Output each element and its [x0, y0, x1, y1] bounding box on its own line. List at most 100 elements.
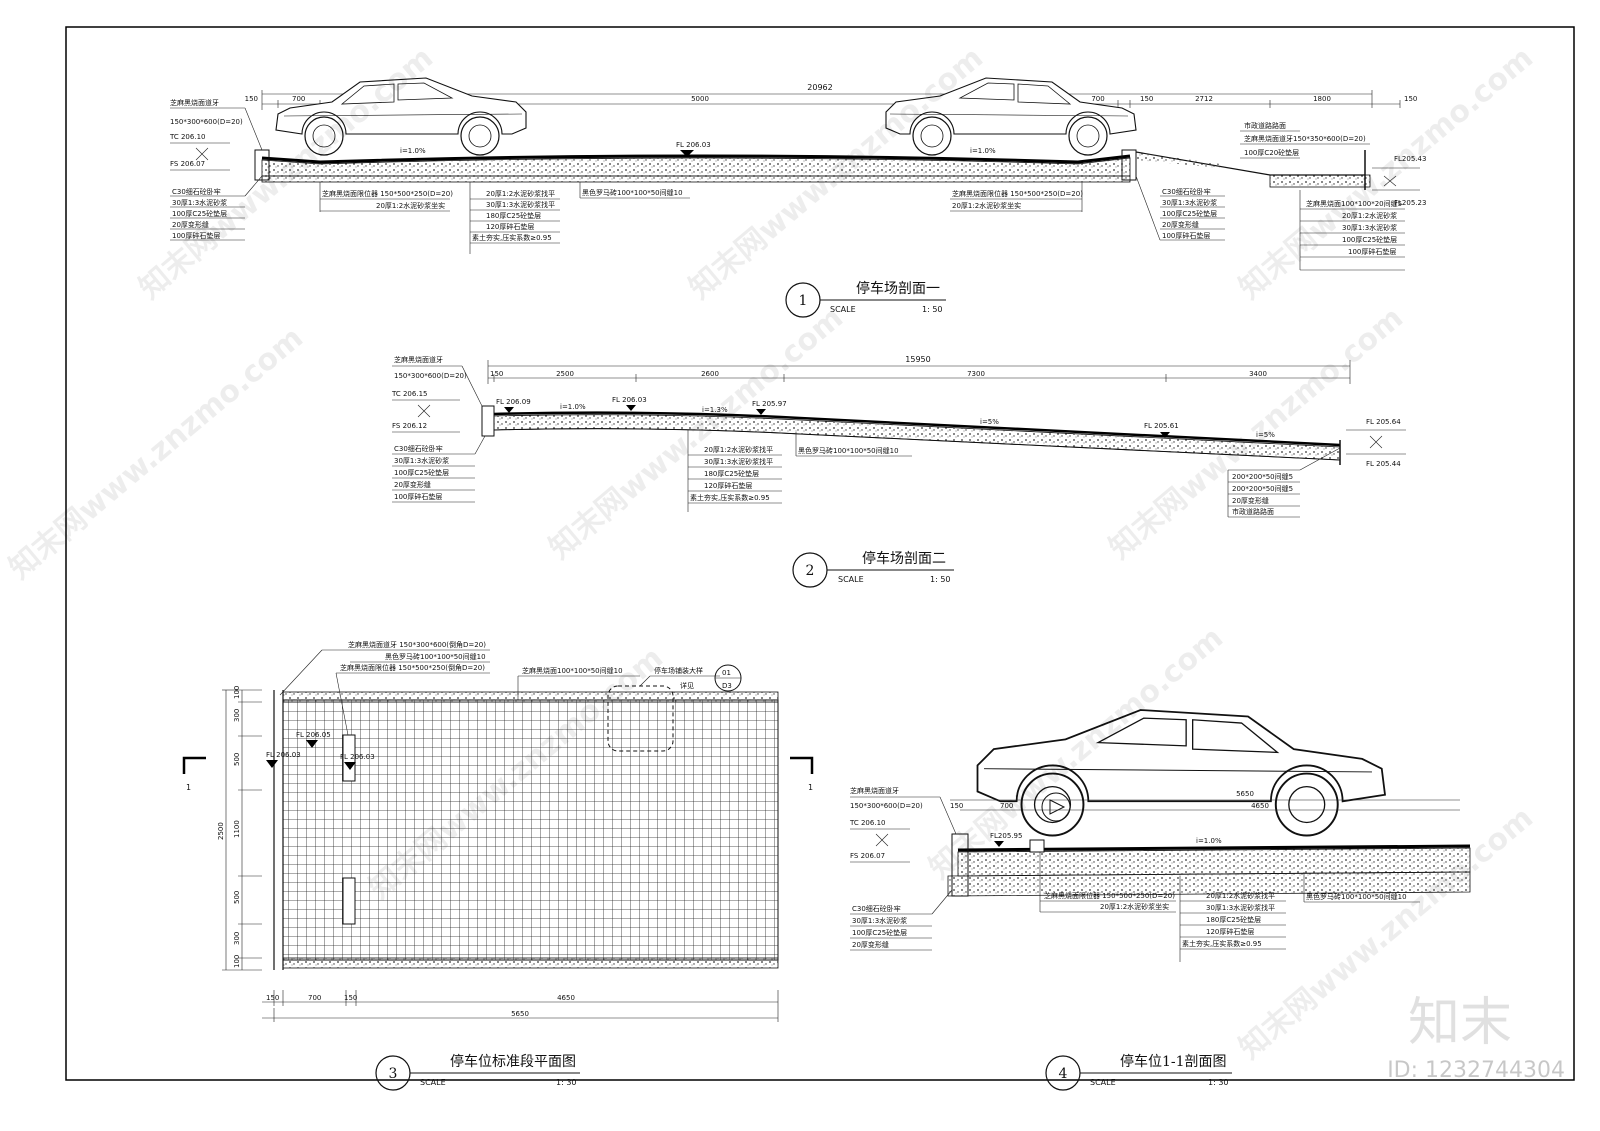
d2-elev-fl-0: FL 206.09 [496, 398, 531, 406]
d3-top-label-1: 黑色罗马砖100*100*50间缝10 [385, 652, 486, 661]
d2-elev-fs: FS 206.12 [392, 422, 427, 430]
d2-right-label-0: 200*200*50间缝5 [1232, 472, 1293, 481]
d4-left-label-1: 30厚1:3水泥砂浆 [852, 916, 907, 925]
d3-section-mark-l: 1 [186, 783, 191, 792]
d3-title: 停车位标准段平面图 [450, 1053, 576, 1070]
d2-total-dim: 15950 [905, 355, 930, 364]
d1-left-label-2: 100厚C25砼垫层 [172, 209, 227, 218]
d1-left-label-4: 100厚碎石垫层 [172, 231, 220, 240]
d1-mid-b-1: 30厚1:3水泥砂浆找平 [486, 200, 555, 209]
watermark-id: ID: 1232744304 [1387, 1058, 1565, 1083]
d2-num: 2 [806, 563, 815, 579]
d2-mid-b-4: 素土夯实,压实系数≥0.95 [690, 493, 770, 502]
d1-dim-3: 700 [1091, 95, 1104, 103]
d1-mid-b-3: 120厚碎石垫层 [486, 222, 534, 231]
d1-fr-label-1: 20厚1:2水泥砂浆 [1342, 211, 1397, 220]
d1-mid-b-2: 180厚C25砼垫层 [486, 211, 541, 220]
d4-left-labels: C30细石砼卧牢 30厚1:3水泥砂浆 100厚C25砼垫层 20厚变形缝 [850, 889, 953, 951]
d3-vdim-4: 500 [233, 891, 241, 904]
d1-elev-fs: FS 206.07 [170, 160, 205, 168]
d3-detail-ref-1: 01 [722, 669, 731, 677]
d4-mid-b-1: 30厚1:3水泥砂浆找平 [1206, 903, 1275, 912]
d1-left-label-3: 20厚变形缝 [172, 220, 209, 229]
d1-right-label-2: 100厚C25砼垫层 [1162, 209, 1217, 218]
d1-mid-b-4: 素土夯实,压实系数≥0.95 [472, 233, 552, 242]
d3-vdim-1: 300 [233, 709, 241, 722]
drawing-2-section: 15950 150 2500 2600 7300 3400 TC 206.15 … [391, 355, 1406, 588]
d1-mid-a-1: 20厚1:2水泥砂浆坐实 [376, 201, 445, 210]
d1-scale: 1: 50 [922, 305, 943, 314]
d2-lt-label-0: 芝麻黑烧面道牙 [394, 355, 443, 364]
d3-vtotal: 2500 [217, 822, 225, 840]
d1-dim-1: 700 [292, 95, 305, 103]
d1-slope-1: i=1.0% [400, 147, 426, 155]
d2-mid-b-2: 180厚C25砼垫层 [704, 469, 759, 478]
d2-dim-0: 150 [490, 370, 503, 378]
d2-slope-1: i=1.3% [702, 406, 728, 414]
watermark-text: 知末网www.znzmo.com [1103, 300, 1410, 566]
d2-dim-1: 2500 [556, 370, 574, 378]
d4-dim-0: 150 [950, 802, 963, 810]
d1-elev-fl-r2: FL205.23 [1394, 199, 1426, 207]
d1-right-labels: C30细石砼卧牢 30厚1:3水泥砂浆 100厚C25砼垫层 20厚变形缝 10… [1135, 175, 1225, 241]
d4-left-label-2: 100厚C25砼垫层 [852, 928, 907, 937]
d1-dim-6: 1800 [1313, 95, 1331, 103]
d2-left-label-0: C30细石砼卧牢 [394, 444, 443, 453]
d2-mid-b-0: 20厚1:2水泥砂浆找平 [704, 445, 773, 454]
d1-rt-label-1: 100厚C20砼垫层 [1244, 148, 1299, 157]
d2-mid-b-3: 120厚碎石垫层 [704, 481, 752, 490]
d2-elev-fl-3: FL 205.61 [1144, 422, 1179, 430]
d3-vdim-3: 1100 [233, 820, 241, 838]
d4-dim-3: 4650 [1251, 802, 1269, 810]
d4-mid-b-0: 20厚1:2水泥砂浆找平 [1206, 891, 1275, 900]
d1-lt-label-1: 150*300*600(D=20) [170, 118, 243, 126]
d1-left-labels: C30细石砼卧牢 30厚1:3水泥砂浆 100厚C25砼垫层 20厚变形缝 10… [170, 175, 263, 241]
d2-slope-2: i=5% [980, 418, 999, 426]
d2-elev-fl-2: FL 205.97 [752, 400, 787, 408]
d1-title: 停车场剖面一 [856, 280, 940, 297]
d2-right-label-1: 200*200*50间缝5 [1232, 484, 1293, 493]
d3-detail-ref-2: D3 [722, 682, 732, 690]
d4-dim-2: 5650 [1236, 790, 1254, 798]
d4-mid-b-3: 120厚碎石垫层 [1206, 927, 1254, 936]
d1-fr-label-0: 芝麻黑烧面100*100*20间缝5 [1306, 199, 1402, 208]
d4-mid-c: 黑色罗马砖100*100*50间缝10 [1306, 892, 1407, 901]
d2-dim-2: 2600 [701, 370, 719, 378]
d1-mid-b-labels: 20厚1:2水泥砂浆找平 30厚1:3水泥砂浆找平 180厚C25砼垫层 120… [470, 189, 560, 244]
d2-dim-4: 3400 [1249, 370, 1267, 378]
d2-dim-3: 7300 [967, 370, 985, 378]
d3-hdim-0: 150 [266, 994, 279, 1002]
d2-scale: 1: 50 [930, 575, 951, 584]
d1-mid-a-0: 芝麻黑烧面限位器 150*500*250(D=20) [322, 189, 453, 198]
d2-left-label-1: 30厚1:3水泥砂浆 [394, 456, 449, 465]
drawing-4-section: 150 700 5650 4650 芝麻黑烧面道牙 150*300*600(D=… [849, 709, 1471, 1091]
drawing-3-plan: 芝麻黑烧面道牙 150*300*600(倒角D=20) 黑色罗马砖100*100… [182, 640, 814, 1091]
d1-scale-label: SCALE [830, 305, 856, 314]
d2-left-labels: C30细石砼卧牢 30厚1:3水泥砂浆 100厚C25砼垫层 20厚变形缝 10… [392, 435, 486, 503]
d3-htotal: 5650 [511, 1010, 529, 1018]
d3-hdim-1: 700 [308, 994, 321, 1002]
watermark-text: 知末网www.znzmo.com [1233, 40, 1540, 306]
d1-fr-label-3: 100厚C25砼垫层 [1342, 235, 1397, 244]
d3-paving-grid [282, 699, 779, 961]
d1-elev-fl-r1: FL205.43 [1394, 155, 1426, 163]
d4-elev-tc: TC 206.10 [849, 819, 885, 827]
d1-num: 1 [799, 293, 808, 309]
d1-dim-2: 5000 [691, 95, 709, 103]
d3-scale: 1: 30 [556, 1078, 577, 1087]
d1-total-dim: 20962 [807, 83, 832, 92]
d3-scale-label: SCALE [420, 1078, 446, 1087]
d3-label-c: 停车场铺装大样 [654, 666, 703, 675]
d1-lt-label-0: 芝麻黑烧面道牙 [170, 98, 219, 107]
d4-elev-fs: FS 206.07 [850, 852, 885, 860]
d3-vdim-2: 500 [233, 753, 241, 766]
d4-mid-a-0: 芝麻黑烧面限位器 150*500*250(D=20) [1044, 891, 1175, 900]
d3-top-label-0: 芝麻黑烧面道牙 150*300*600(倒角D=20) [348, 640, 486, 649]
d2-left-label-4: 100厚碎石垫层 [394, 492, 442, 501]
d1-fr-label-4: 100厚碎石垫层 [1348, 247, 1396, 256]
d1-mid-c: 黑色罗马砖100*100*50间缝10 [582, 188, 683, 197]
d1-elev-fl: FL 206.03 [676, 141, 711, 149]
d1-slope-2: i=1.0% [970, 147, 996, 155]
d1-far-right-labels: 芝麻黑烧面100*100*20间缝5 20厚1:2水泥砂浆 30厚1:3水泥砂浆… [1299, 190, 1405, 271]
